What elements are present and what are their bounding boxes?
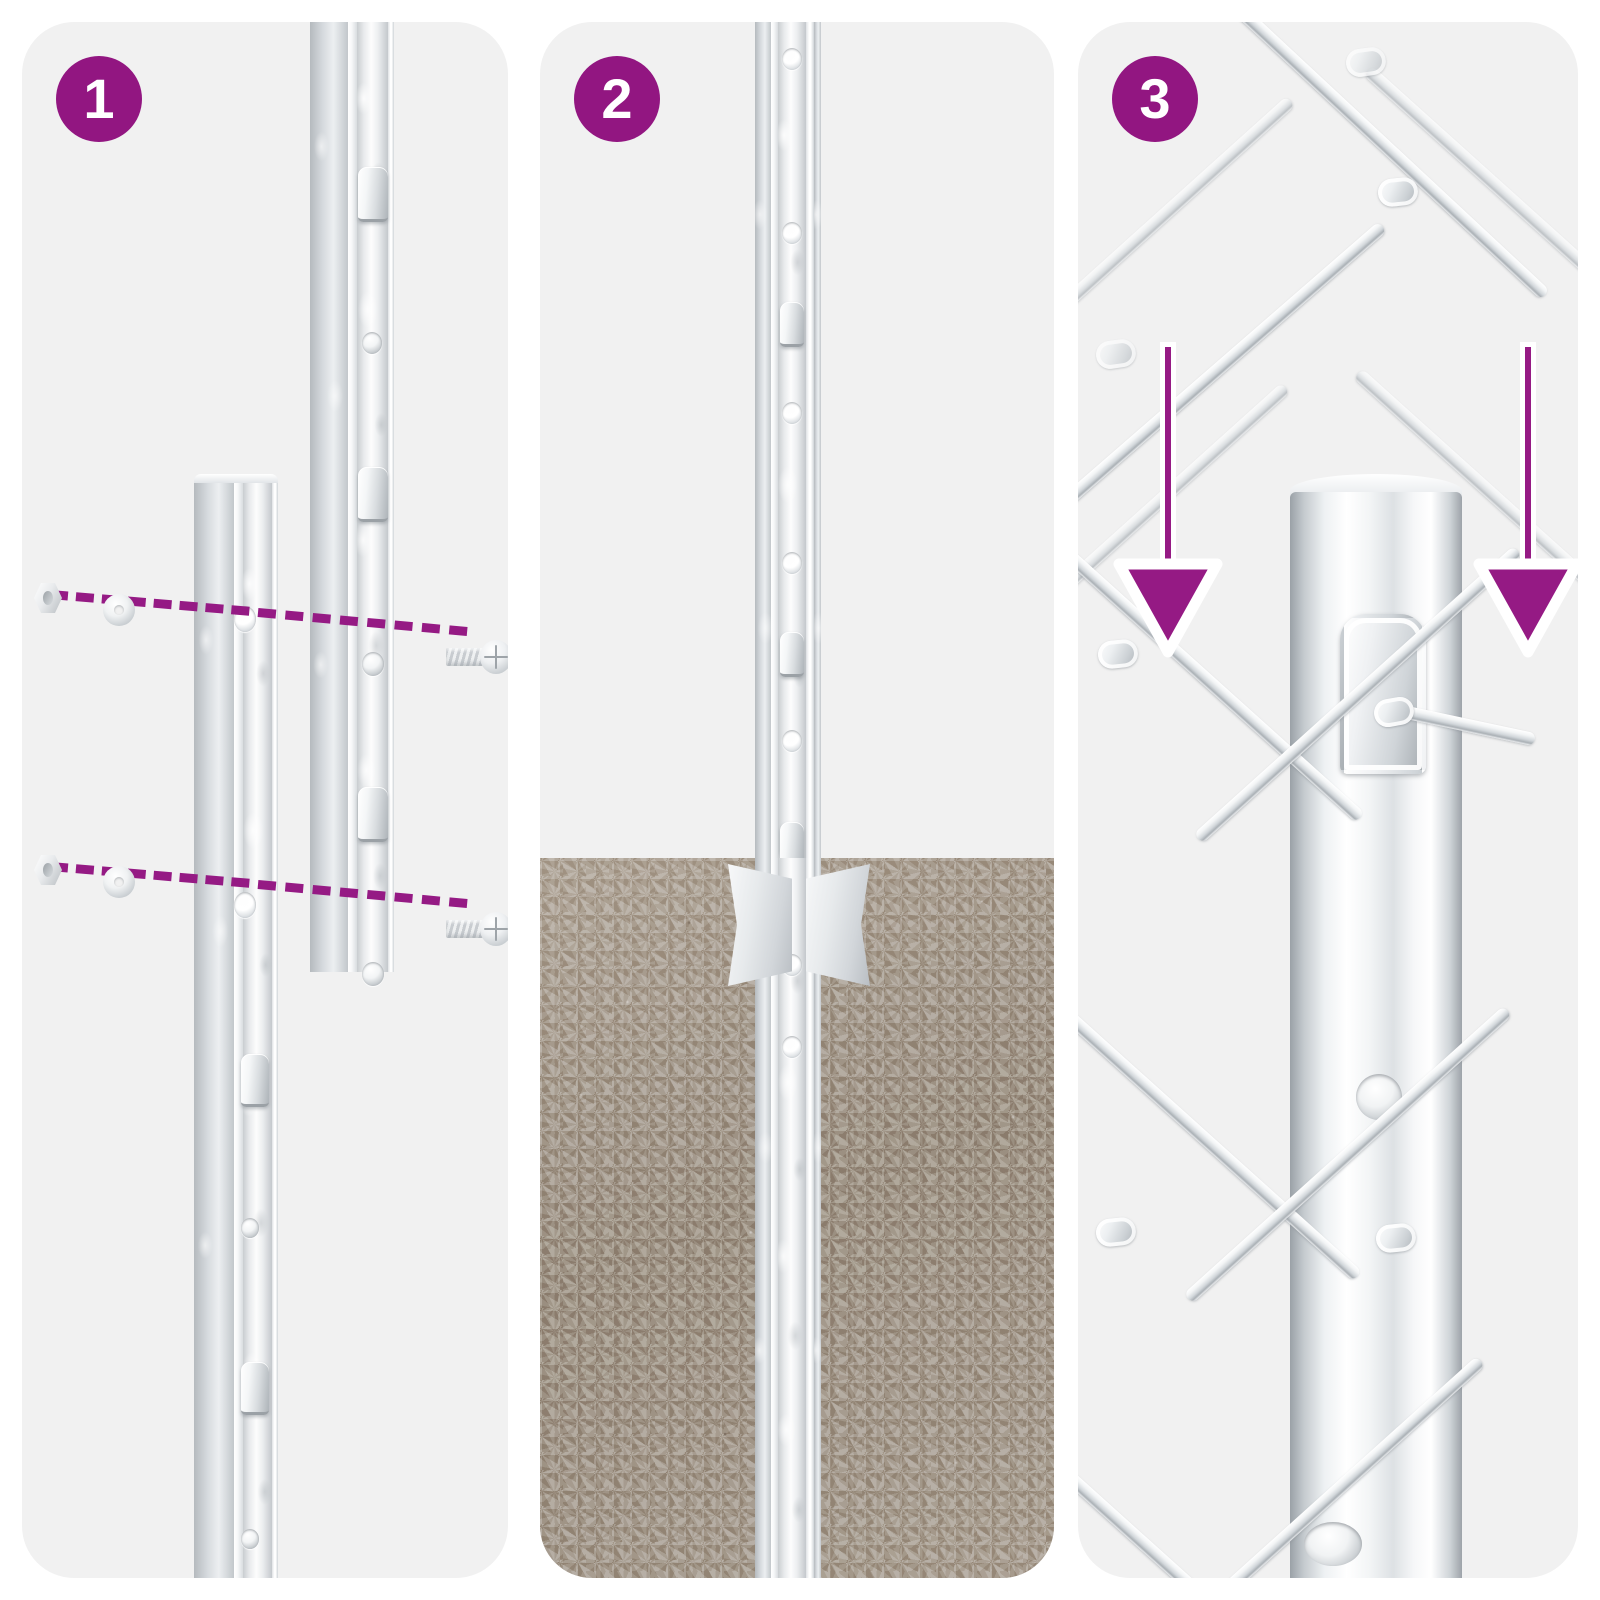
post-hole xyxy=(234,606,256,632)
post-face-lip xyxy=(806,22,814,1578)
step-badge-2: 2 xyxy=(574,56,660,142)
bolt-head-phillips-icon xyxy=(480,912,508,946)
front-angle-post xyxy=(194,474,278,1578)
mesh-knuckle xyxy=(1376,175,1420,209)
post-hole xyxy=(782,730,802,752)
post-clip xyxy=(358,787,388,842)
post-hole xyxy=(782,222,802,244)
driven-angle-post-underground xyxy=(755,858,821,1578)
bolt-shank xyxy=(446,648,486,666)
post-clip xyxy=(358,167,388,222)
mesh-knuckle xyxy=(1094,1215,1138,1249)
post-face-edge xyxy=(771,22,778,1578)
post-hole xyxy=(241,1529,259,1549)
post-clip xyxy=(780,632,804,677)
ground-anchor-wing-right xyxy=(806,864,870,986)
post-face-edge xyxy=(234,483,243,1578)
step-badge-1: 1 xyxy=(56,56,142,142)
rear-angle-post xyxy=(310,22,394,986)
post-face-lip xyxy=(272,483,278,1578)
arrow-shaft xyxy=(1520,342,1536,570)
phillips-bolt xyxy=(446,912,508,946)
step-badge-3: 3 xyxy=(1112,56,1198,142)
mesh-drop-arrow-right xyxy=(1458,342,1578,658)
post-hole xyxy=(782,402,802,424)
post-face-web xyxy=(310,22,348,972)
post-hole xyxy=(234,892,256,918)
post-face-flange xyxy=(778,858,806,1578)
post-face-edge xyxy=(771,858,778,1578)
step-panel-3: 3 xyxy=(1078,22,1578,1578)
post-face-web xyxy=(194,483,234,1578)
post-clip xyxy=(241,1054,269,1107)
post-hole xyxy=(362,962,384,986)
post-clip xyxy=(241,1362,269,1415)
flat-washer xyxy=(103,866,135,898)
post-hole xyxy=(782,552,802,574)
post-face-edge xyxy=(348,22,357,972)
hex-nut xyxy=(34,583,62,613)
arrow-head-icon xyxy=(1113,558,1223,658)
post-face-web xyxy=(755,858,771,1578)
hex-nut xyxy=(34,855,62,885)
mesh-drop-arrow-left xyxy=(1098,342,1238,658)
post-face-back xyxy=(814,22,821,1578)
post-hole xyxy=(362,652,384,676)
post-face-back xyxy=(814,858,821,1578)
post-clip xyxy=(358,467,388,522)
post-hole xyxy=(241,1218,259,1238)
post-hole xyxy=(782,48,802,70)
mesh-wire xyxy=(1078,96,1296,334)
post-clip xyxy=(780,302,804,347)
post-face-lip xyxy=(388,22,394,972)
flat-washer xyxy=(103,594,135,626)
post-hole xyxy=(362,332,382,354)
post-slot xyxy=(1304,1522,1362,1566)
arrow-head-icon xyxy=(1473,558,1578,658)
mesh-wire xyxy=(1233,22,1550,300)
bolt-head-phillips-icon xyxy=(480,640,508,674)
post-hole xyxy=(782,1036,802,1058)
step-panel-1: 1 xyxy=(22,22,508,1578)
phillips-bolt xyxy=(446,640,508,674)
arrow-shaft xyxy=(1160,342,1176,570)
post-face-lip xyxy=(806,858,814,1578)
step-panel-2: 2 xyxy=(540,22,1054,1578)
ground-anchor-wing-left xyxy=(728,864,792,986)
bolt-shank xyxy=(446,920,486,938)
